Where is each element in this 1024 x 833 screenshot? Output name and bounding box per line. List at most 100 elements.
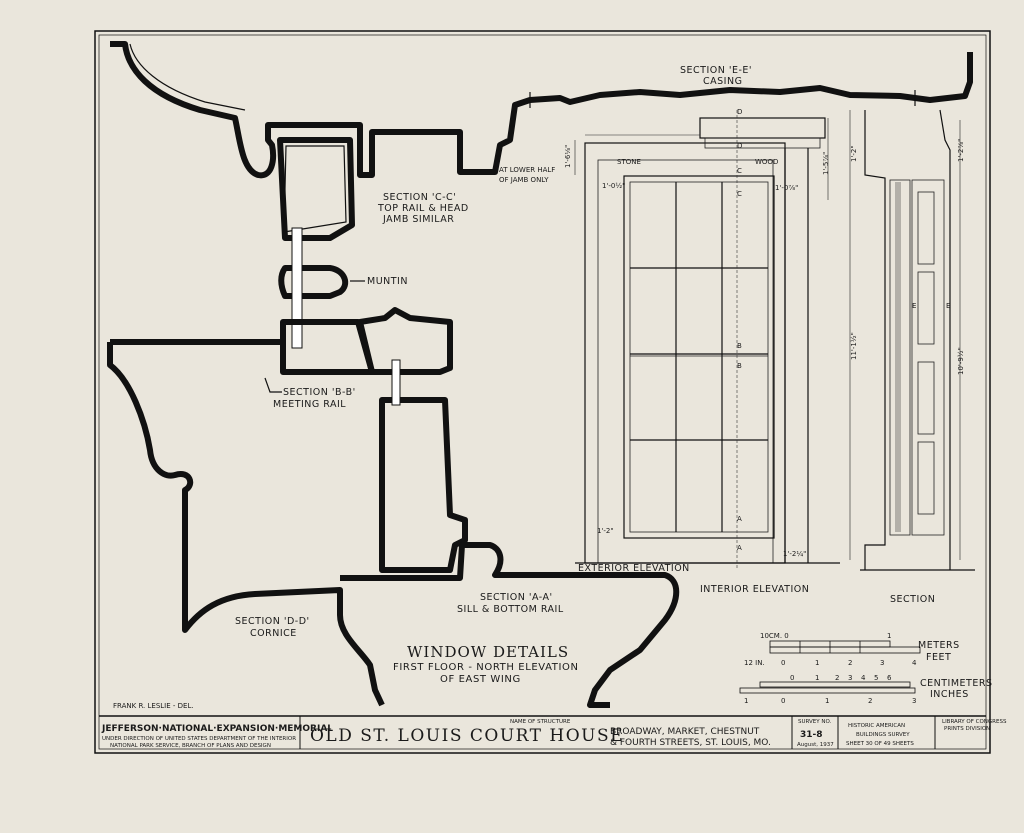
cut-mark-e-2: E (946, 302, 950, 310)
cut-mark-c-2: C (737, 190, 742, 198)
title-block (99, 715, 986, 749)
cut-mark-e-1: E (912, 302, 916, 310)
cm-tick-1: 1 (815, 674, 819, 682)
exterior-elevation (575, 142, 786, 564)
aa-stop (391, 359, 401, 406)
interior-elevation (699, 110, 840, 570)
cc-inner-line (283, 145, 347, 233)
memorial-name: JEFFERSON·NATIONAL·EXPANSION·MEMORIAL (101, 724, 333, 734)
section-aa-sash (379, 397, 468, 573)
cornice-label: CORNICE (250, 628, 297, 639)
scale-feet: FEET (926, 652, 951, 663)
ft-tick-4: 4 (912, 659, 917, 667)
survey-no: 31-8 (800, 730, 823, 740)
cm-tick-4: 4 (861, 674, 866, 682)
dim-9: 1'-2¼" (783, 550, 806, 558)
cut-mark-d-1: D (737, 108, 742, 116)
dim-7: 10'-9½" (957, 347, 965, 375)
dim-2: 1'-0½" (602, 182, 625, 190)
of-jamb-label: OF JAMB ONLY (499, 176, 549, 184)
cut-mark-a-1: A (737, 515, 742, 523)
scale-bars (739, 640, 921, 694)
scale-m1: 1 (887, 632, 891, 640)
structure-name: OLD ST. LOUIS COURT HOUSE (310, 726, 624, 746)
muntin-profile (278, 265, 349, 299)
meeting-rail-label: MEETING RAIL (273, 399, 346, 410)
cm-tick-5: 5 (874, 674, 878, 682)
section-ee-label: SECTION 'E-E' (680, 65, 752, 76)
cm-tick-6: 6 (887, 674, 892, 682)
ft-tick-2: 2 (848, 659, 852, 667)
jamb-similar-label: JAMB SIMILAR (382, 214, 454, 225)
dim-5: 1'-2" (597, 527, 614, 535)
cm-tick-2: 2 (835, 674, 839, 682)
under-direction: UNDER DIRECTION OF UNITED STATES DEPARTM… (102, 736, 296, 742)
section-ee-profile (110, 41, 973, 179)
scale-cm-label: 10CM. 0 (760, 632, 789, 640)
section-aa-sill (340, 542, 680, 708)
scale-meters: METERS (918, 640, 960, 651)
ee-inner-line (129, 43, 246, 111)
cut-mark-b-2: B (737, 362, 742, 370)
cut-mark-b-1: B (737, 342, 742, 350)
inner-border (98, 34, 987, 750)
sill-rail-label: SILL & BOTTOM RAIL (457, 604, 564, 615)
cm-tick-3: 3 (848, 674, 852, 682)
dimension-lines (574, 110, 961, 560)
scale-in-label: 12 IN. (744, 659, 765, 667)
cut-mark-c-1: C (737, 167, 742, 175)
dim-3: 1'-0⅞" (775, 184, 798, 192)
inch-tick-1: 0 (781, 697, 785, 705)
library-stamp-2: PRINTS DIVISION (944, 726, 990, 732)
casing-label: CASING (703, 76, 742, 87)
stone-label: STONE (617, 158, 641, 166)
section-label: SECTION (890, 594, 935, 605)
interior-elevation-label: INTERIOR ELEVATION (700, 584, 809, 595)
name-of-structure-label: NAME OF STRUCTURE (510, 719, 571, 725)
address-line-1: BROADWAY, MARKET, CHESTNUT (610, 727, 760, 737)
habs-line-2: BUILDINGS SURVEY (856, 732, 910, 738)
ft-tick-3: 3 (880, 659, 884, 667)
section-aa-label: SECTION 'A-A' (480, 592, 553, 603)
cut-mark-d-2: D (737, 142, 742, 150)
cm-tick-0: 0 (790, 674, 794, 682)
survey-no-label: SURVEY NO. (798, 719, 832, 725)
inch-tick-0: 1 (744, 697, 748, 705)
section-dd-profile (107, 339, 385, 707)
section-bb-profile-2 (357, 307, 453, 375)
top-rail-label: TOP RAIL & HEAD (377, 203, 469, 214)
bb-leader (264, 377, 282, 393)
window-section (860, 109, 975, 571)
sheet-number: SHEET 30 OF 49 SHEETS (846, 741, 914, 747)
address-line-2: & FOURTH STREETS, ST. LOUIS, MO. (610, 738, 771, 748)
outer-border (94, 30, 991, 754)
lower-half-label: AT LOWER HALF (499, 166, 555, 174)
drawing-subtitle-2: OF EAST WING (440, 674, 521, 685)
dim-4: 1'-5⅞" (822, 152, 830, 175)
section-dd-label: SECTION 'D-D' (235, 616, 310, 627)
dim-10: 1'-2⅞" (957, 139, 965, 162)
section-cc-label: SECTION 'C-C' (383, 192, 456, 203)
scale-centimeters: CENTIMETERS (920, 678, 992, 689)
ft-tick-0: 0 (781, 659, 785, 667)
draftsman-label: FRANK R. LESLIE - DEL. (113, 702, 194, 710)
scale-inches: INCHES (930, 689, 969, 700)
inch-tick-2: 1 (825, 697, 829, 705)
inch-tick-3: 2 (868, 697, 872, 705)
muntin-bar (291, 227, 303, 349)
ft-tick-1: 1 (815, 659, 819, 667)
muntin-label: MUNTIN (367, 276, 408, 287)
cut-mark-a-2: A (737, 544, 742, 552)
inch-tick-4: 3 (912, 697, 916, 705)
nps-branch: NATIONAL PARK SERVICE, BRANCH OF PLANS A… (110, 743, 271, 749)
drawing-subtitle-1: FIRST FLOOR - NORTH ELEVATION (393, 662, 579, 673)
library-stamp-1: LIBRARY OF CONGRESS (942, 719, 1007, 725)
habs-line-1: HISTORIC AMERICAN (848, 723, 905, 729)
dim-6: 11'-1½" (850, 332, 858, 360)
drawing-title: WINDOW DETAILS (407, 643, 569, 661)
dim-8: 1'-2" (850, 145, 858, 162)
section-bb-label: SECTION 'B-B' (283, 387, 356, 398)
exterior-elevation-label: EXTERIOR ELEVATION (578, 563, 690, 574)
wood-label: WOOD (755, 158, 778, 166)
